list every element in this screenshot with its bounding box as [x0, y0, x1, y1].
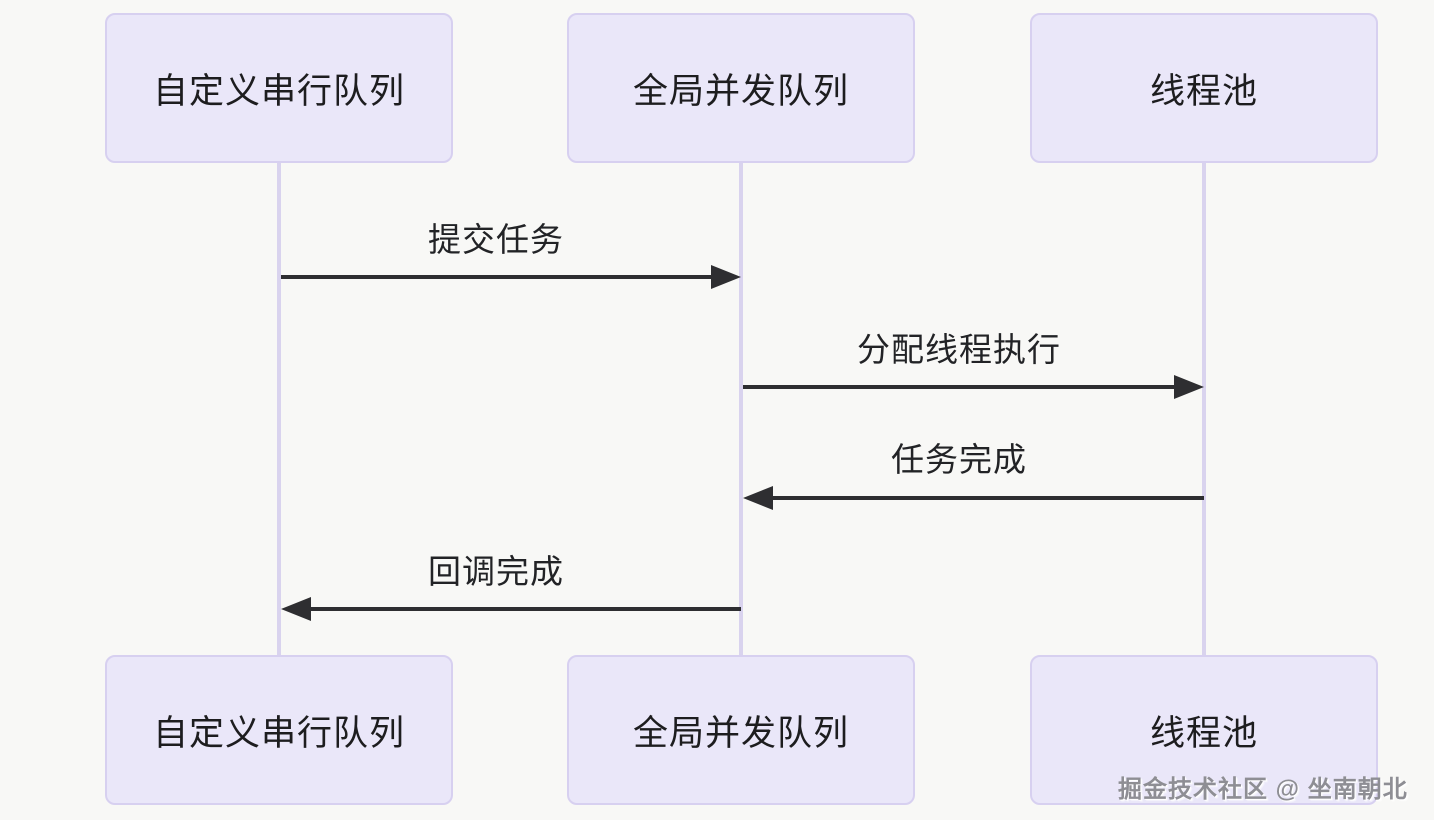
message-arrow-task-complete: [771, 496, 1204, 500]
arrowhead-right-icon: [1174, 375, 1204, 399]
actor-box-thread-pool-bottom: 线程池: [1030, 655, 1378, 805]
message-arrow-submit-task: [281, 275, 713, 279]
lifeline-thread-pool: [1202, 163, 1206, 656]
actor-box-global-concurrent-queue-top: 全局并发队列: [567, 13, 915, 163]
actor-label-thread-pool: 线程池: [1149, 713, 1258, 753]
actor-label-custom-serial-queue: 自定义串行队列: [152, 71, 405, 111]
actor-box-custom-serial-queue-bottom: 自定义串行队列: [105, 655, 453, 805]
message-arrow-callback-complete: [309, 607, 741, 611]
message-label-callback-complete: 回调完成: [428, 553, 564, 590]
actor-label-global-concurrent-queue: 全局并发队列: [632, 713, 849, 753]
message-label-task-complete: 任务完成: [891, 441, 1027, 478]
watermark: 掘金技术社区 @ 坐南朝北: [1118, 776, 1408, 803]
arrowhead-left-icon: [281, 597, 311, 621]
actor-box-global-concurrent-queue-bottom: 全局并发队列: [567, 655, 915, 805]
lifeline-global-concurrent-queue: [739, 163, 743, 656]
message-label-submit-task: 提交任务: [428, 221, 564, 258]
arrowhead-left-icon: [743, 486, 773, 510]
arrowhead-right-icon: [711, 265, 741, 289]
message-label-assign-thread: 分配线程执行: [857, 331, 1061, 368]
actor-label-global-concurrent-queue: 全局并发队列: [632, 71, 849, 111]
actor-box-thread-pool-top: 线程池: [1030, 13, 1378, 163]
actor-box-custom-serial-queue-top: 自定义串行队列: [105, 13, 453, 163]
actor-label-thread-pool: 线程池: [1149, 71, 1258, 111]
lifeline-custom-serial-queue: [277, 163, 281, 656]
message-arrow-assign-thread: [743, 385, 1176, 389]
actor-label-custom-serial-queue: 自定义串行队列: [152, 713, 405, 753]
